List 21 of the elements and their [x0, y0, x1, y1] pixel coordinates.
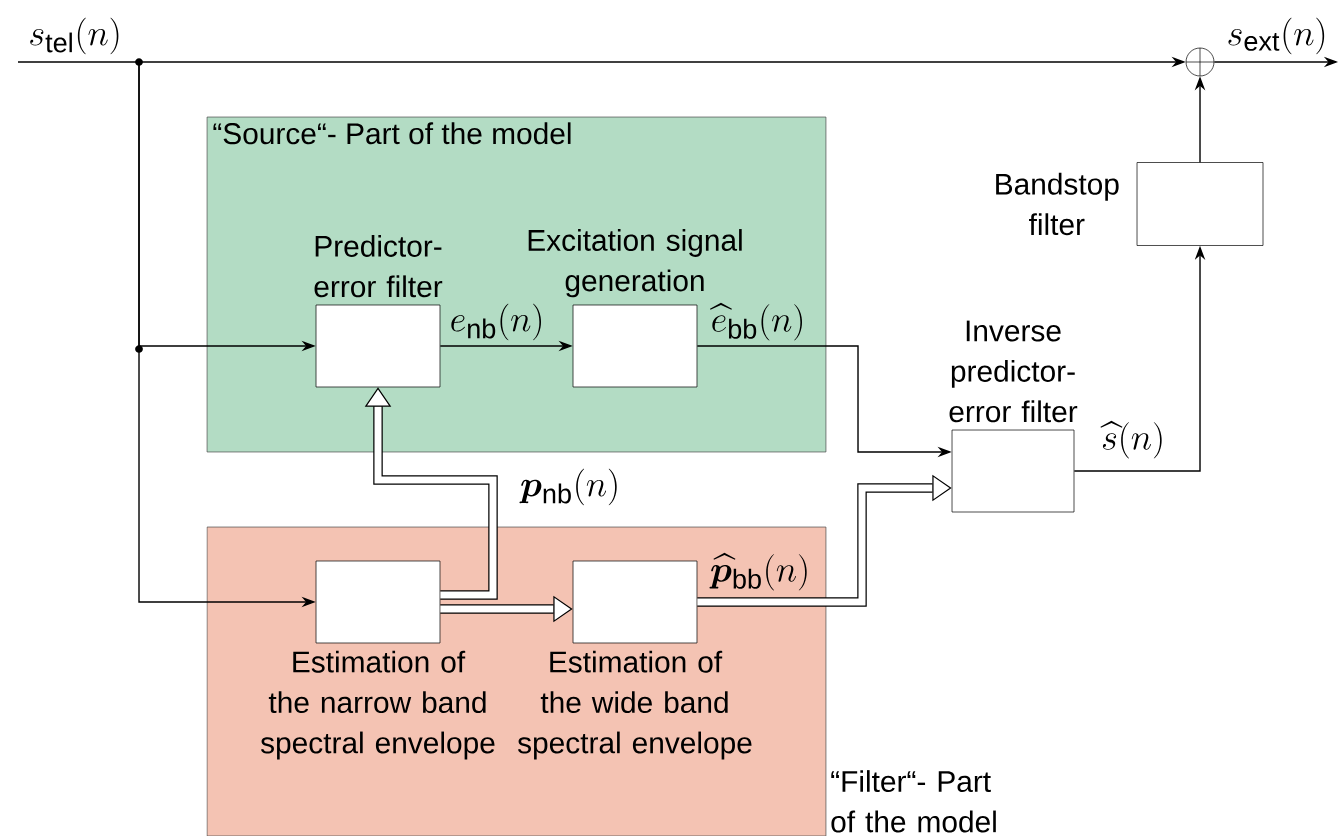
node-label: Estimation of the wide band spectral envelope — [517, 650, 752, 760]
filter-block: Predictor-error filter — [314, 234, 443, 388]
double-arrow — [697, 474, 952, 607]
node-label: Predictor-error filter — [314, 234, 443, 298]
sum-junction — [1185, 47, 1215, 77]
filter-block: Bandstop filter — [996, 162, 1264, 246]
filter-block: Estimation of the narrow band spectral envelope — [260, 560, 495, 760]
node-label: Estimation of the narrow band spectral envelope — [260, 650, 495, 760]
node-label: “Filter“- Part of the model — [831, 770, 996, 833]
signal-label: $\widehat{e}_{\mathrm{bb}}(n)$ — [710, 302, 802, 341]
signal-label: $s_{\mathrm{tel}}(n)$ — [30, 17, 119, 55]
filter-block: Inverse predictor-error filter — [949, 320, 1078, 513]
signal-label: $\widehat{\boldsymbol{p}}_{\mathrm{bb}}(n)$ — [709, 552, 807, 591]
node-label: Inverse predictor-error filter — [949, 320, 1078, 423]
double-arrow — [364, 387, 498, 600]
node-label: Excitation signal generation — [528, 229, 742, 298]
signal-label: $\widehat{s}(n)$ — [1100, 420, 1162, 459]
signal-label: $\boldsymbol{p}_{\mathrm{nb}}(n)$ — [519, 468, 617, 506]
signal-label: $s_{\mathrm{ext}}(n)$ — [1228, 17, 1325, 55]
node-label: Bandstop filter — [996, 172, 1119, 236]
signal-label: $e_{\mathrm{nb}}(n)$ — [451, 303, 541, 341]
